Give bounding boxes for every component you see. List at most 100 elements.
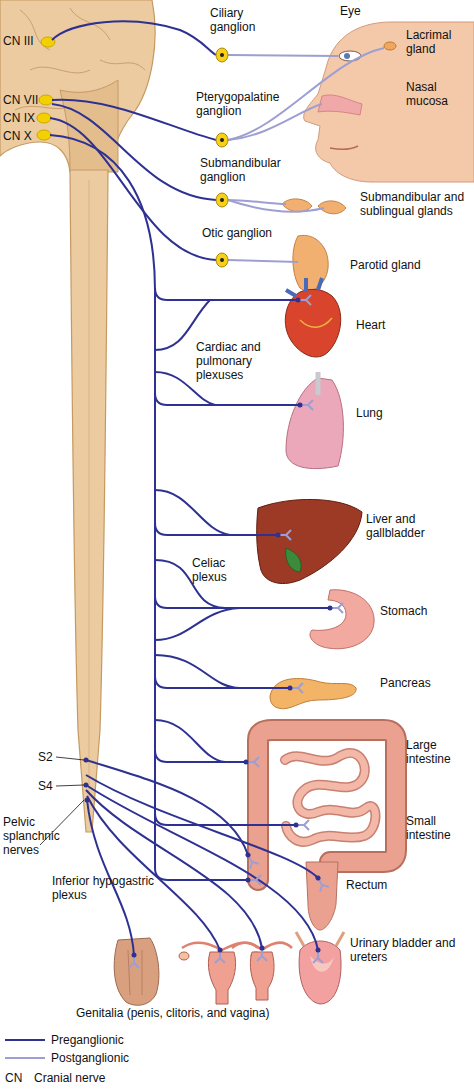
illustration-part <box>216 48 228 62</box>
legend-entry: Preganglionic <box>5 1033 124 1047</box>
preganglionic-nerves-part <box>155 676 290 688</box>
organ-terminals-part <box>246 875 262 885</box>
pelvic-splanchnic-nerves-part <box>86 760 248 855</box>
cranial-nuclei-part <box>37 113 51 123</box>
legend-line-sample <box>5 1057 45 1059</box>
uterus-and-ovaries-second-part <box>250 952 274 1000</box>
preganglionic-nerves-part <box>155 596 330 608</box>
ganglion-label: Submandibular ganglion <box>200 156 292 184</box>
organ-label: Large intestine <box>406 738 468 766</box>
pelvic-splanchnic-nerves-part <box>86 785 318 950</box>
preganglionic-nerves-part <box>50 135 248 880</box>
nerve-label: CN III <box>3 34 63 48</box>
preganglionic-nerves-part <box>155 750 246 762</box>
organ-terminals <box>129 295 343 968</box>
organ-terminals-part <box>313 948 323 964</box>
organ-label: Rectum <box>346 878 426 892</box>
organ-terminals-part <box>257 946 267 962</box>
nerve-label: CN IX <box>3 111 63 125</box>
organ-label: Pancreas <box>380 676 460 690</box>
organ-terminals-part <box>312 873 328 891</box>
preganglionic-nerves-part <box>52 21 216 55</box>
preganglionic-nerves-part <box>52 100 216 140</box>
plexus-label: Cardiac and pulmonary plexuses <box>196 340 272 382</box>
preganglionic-nerves-part <box>155 490 230 535</box>
organ-label: Lacrimal gland <box>406 28 472 56</box>
pelvic-splanchnic-nerves <box>86 760 318 955</box>
urinary-bladder-part <box>299 941 341 1004</box>
lung-part <box>286 378 343 469</box>
organ-label: Small intestine <box>406 814 468 842</box>
ganglion-label: Ciliary ganglion <box>210 6 270 34</box>
segment-label: S2 <box>38 750 68 764</box>
penis-part <box>114 938 159 1005</box>
lacrimal-gland <box>384 42 396 50</box>
uterus-and-ovaries <box>179 943 300 1004</box>
salivary-glands-part <box>318 201 346 214</box>
segment-label: S4 <box>38 779 68 793</box>
urinary-bladder-part <box>310 956 334 972</box>
nerve-label: Pelvic splanchnic nerves <box>3 815 69 857</box>
organ-terminals-part <box>328 603 344 613</box>
abbreviation-label: CN <box>5 1071 33 1085</box>
pelvic-splanchnic-nerves-part <box>86 775 318 878</box>
preganglionic-nerves-part <box>155 655 240 688</box>
urinary-bladder <box>296 932 344 1004</box>
large-intestine-part <box>258 730 396 880</box>
cranial-nuclei-part <box>37 130 51 140</box>
uterus-and-ovaries-second <box>232 943 292 1000</box>
organ-label: Urinary bladder and ureters <box>350 936 460 964</box>
organ-terminals-part <box>244 757 260 767</box>
head-profile <box>304 22 474 182</box>
plexus-label: Celiac plexus <box>192 556 244 584</box>
heart-part <box>300 318 332 327</box>
legend-line-sample <box>5 1039 45 1041</box>
illustration-part <box>216 253 228 267</box>
preganglionic-nerves-part <box>155 608 240 640</box>
illustration-part <box>216 133 228 147</box>
liver-and-gallbladder <box>257 499 362 583</box>
organ-label: Eye <box>340 4 380 18</box>
organ-terminals-part <box>215 948 225 964</box>
small-intestine-part <box>285 753 376 842</box>
organ-terminals-part <box>129 953 139 969</box>
lung <box>286 372 343 469</box>
eye <box>339 51 361 61</box>
organ-terminals-part <box>242 850 258 868</box>
large-intestine <box>258 730 396 880</box>
organ-label: Nasal mucosa <box>406 80 466 108</box>
heart <box>285 278 340 357</box>
large-intestine-part <box>258 730 396 880</box>
ganglion-label: Pterygopalatine ganglion <box>196 90 292 118</box>
head-profile-part <box>304 22 474 182</box>
organ-terminals-part <box>296 295 312 305</box>
organ-label: Genitalia (penis, clitoris, and vagina) <box>76 1006 356 1020</box>
preganglionic-nerves-part <box>155 288 298 300</box>
penis <box>114 938 159 1005</box>
cranial-nuclei <box>37 37 55 140</box>
liver-and-gallbladder-part <box>286 548 301 572</box>
organ-label: Liver and gallbladder <box>366 512 446 540</box>
plexus-label: Inferior hypogastric plexus <box>52 874 164 902</box>
legend-entry: Postganglionic <box>5 1051 129 1065</box>
illustration-part <box>216 193 228 207</box>
sacral-segments <box>84 758 90 803</box>
liver-and-gallbladder-part <box>257 499 362 583</box>
preganglionic-nerves-part <box>155 393 300 405</box>
postganglionic-nerves-part <box>228 260 298 262</box>
organ-terminals-part <box>294 820 310 830</box>
organ-terminals-part <box>276 530 292 540</box>
postganglionic-nerves-part <box>228 200 324 212</box>
postganglionic-nerves-part <box>228 104 322 140</box>
label-leaders-part <box>56 785 84 786</box>
spinal-cord <box>70 170 108 832</box>
small-intestine-part <box>285 753 376 842</box>
preganglionic-nerves-part <box>155 720 225 762</box>
organ-terminals-part <box>288 683 304 693</box>
preganglionic-nerves-part <box>52 104 216 200</box>
preganglionic-nerves-part <box>155 813 296 825</box>
spinal-cord-part <box>89 180 90 820</box>
stomach <box>310 590 374 649</box>
cranial-nuclei-part <box>39 95 53 105</box>
head-profile-part <box>318 95 362 115</box>
